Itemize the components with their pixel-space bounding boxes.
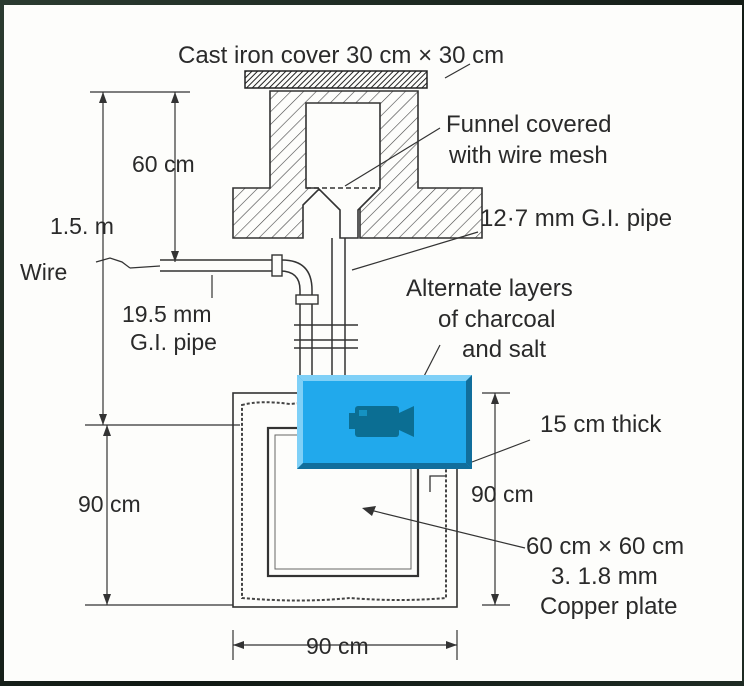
- video-camera-icon: [349, 406, 414, 437]
- label-plate-2: 3. 1.8 mm: [551, 563, 658, 590]
- label-height-90-right: 90 cm: [471, 481, 534, 507]
- arrow-10: [446, 641, 457, 649]
- arrow-6: [103, 594, 111, 605]
- label-funnel-2: with wire mesh: [448, 142, 608, 169]
- label-plate-3: Copper plate: [540, 593, 677, 620]
- arrow-2: [99, 414, 107, 425]
- arrow-7: [491, 393, 499, 404]
- label-cover: Cast iron cover 30 cm × 30 cm: [178, 42, 504, 69]
- arrow-5: [103, 425, 111, 436]
- label-height-1-5: 1.5. m: [50, 213, 114, 239]
- arrow-9: [233, 641, 244, 649]
- funnel: [305, 102, 381, 239]
- label-layers-3: and salt: [462, 336, 546, 363]
- label-layers-2: of charcoal: [438, 306, 555, 333]
- label-thick: 15 cm thick: [540, 411, 662, 438]
- cast-iron-cover: [244, 70, 428, 89]
- wire-line: [129, 265, 161, 269]
- pipe-coupling: [295, 294, 319, 305]
- arrow-plate: [362, 506, 376, 516]
- label-height-90-left: 90 cm: [78, 491, 141, 517]
- label-plate-1: 60 cm × 60 cm: [526, 533, 684, 560]
- leader-cover: [444, 63, 471, 79]
- label-layers-1: Alternate layers: [406, 275, 573, 302]
- label-width-90: 90 cm: [306, 633, 369, 659]
- arrow-1: [99, 92, 107, 103]
- leader-funnel: [344, 127, 441, 187]
- label-gi-pipe-12: 12·7 mm G.I. pipe: [480, 205, 672, 232]
- arrow-8: [491, 594, 499, 605]
- label-gi-pipe-19-2: G.I. pipe: [130, 329, 217, 355]
- label-wire: Wire: [20, 259, 67, 285]
- leader-thick: [471, 439, 531, 463]
- thickness-marker: [429, 475, 445, 492]
- video-play-button[interactable]: [297, 375, 472, 469]
- arrow-4: [171, 251, 179, 262]
- wire-curl: [95, 257, 131, 269]
- label-funnel-1: Funnel covered: [446, 111, 611, 138]
- leader-plate: [369, 509, 526, 549]
- label-gi-pipe-19-1: 19.5 mm: [122, 301, 211, 327]
- elbow-coupling: [271, 254, 283, 277]
- label-height-60: 60 cm: [132, 151, 195, 177]
- arrow-3: [171, 92, 179, 103]
- leader-gi-pipe-12: [351, 231, 479, 271]
